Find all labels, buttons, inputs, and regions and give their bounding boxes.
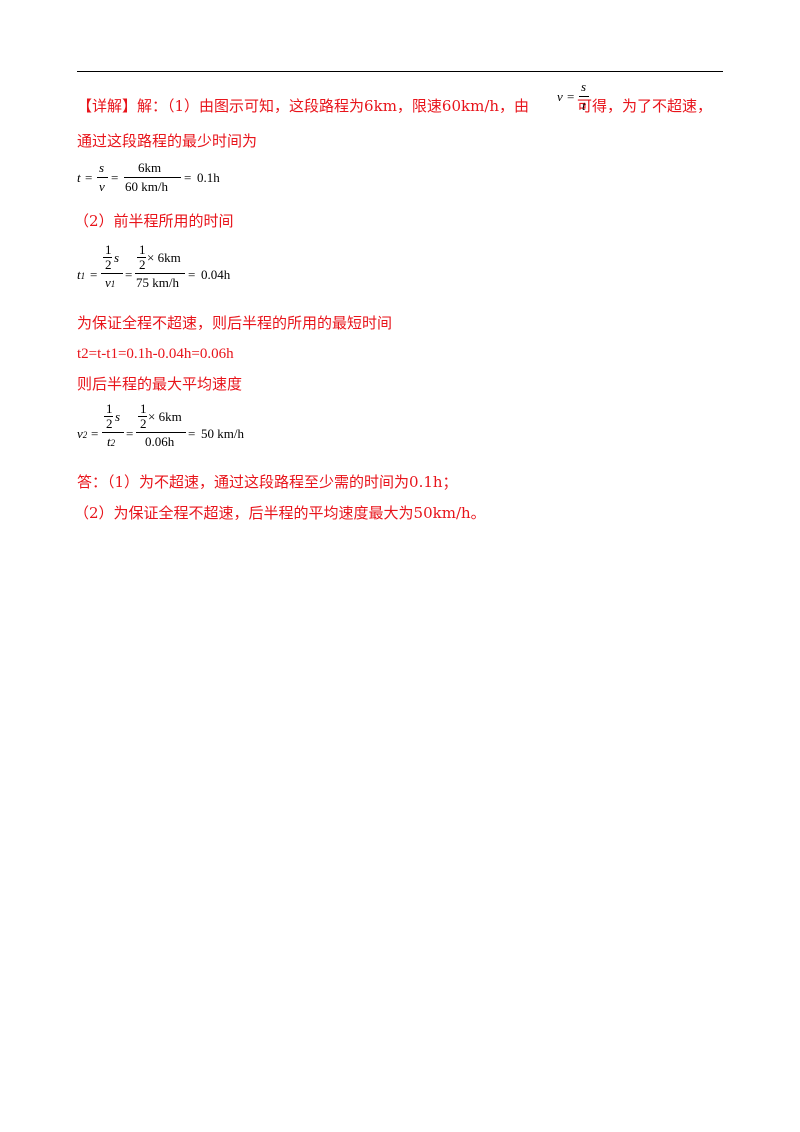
solution-line-max-speed: 则后半程的最大平均速度: [77, 375, 243, 393]
solution-line-1: 【详解】解：（1）由图示可知，这段路程为6km，限速60km/h，由 可得，为了不…: [77, 96, 712, 116]
solution-line-1-end: 可得，为了不超速，: [577, 97, 713, 115]
solution-line-2: 通过这段路程的最少时间为: [77, 132, 258, 150]
solution-intro: 解：（1）由图示可知，这段路程为6km，限速60km/h，由: [137, 97, 530, 115]
header-rule: [77, 71, 723, 72]
formula-first-half-time: t1 = 1 2 s v1 = 1 2 × 6km 75 km/h = 0.04…: [77, 242, 231, 290]
part-2-heading: （2）前半程所用的时间: [74, 212, 234, 230]
formula-max-speed: v2 = 1 2 s t2 = 1 2 × 6km 0.06h = 50 km/…: [77, 401, 244, 449]
solution-line-guarantee: 为保证全程不超速，则后半程的所用的最短时间: [77, 314, 393, 332]
answer-line-2: （2）为保证全程不超速，后半程的平均速度最大为50km/h。: [74, 504, 486, 522]
answer-line-1: 答：（1）为不超速，通过这段路程至少需的时间为0.1h；: [77, 473, 458, 491]
formula-min-time: t = s v = 6km 60 km/h = 0.1h: [77, 160, 220, 194]
detail-label: 【详解】: [77, 97, 138, 115]
formula-v-equals-s-over-t: v = s t: [557, 80, 605, 120]
t2-equation: t2=t-t1=0.1h-0.04h=0.06h: [77, 346, 234, 362]
